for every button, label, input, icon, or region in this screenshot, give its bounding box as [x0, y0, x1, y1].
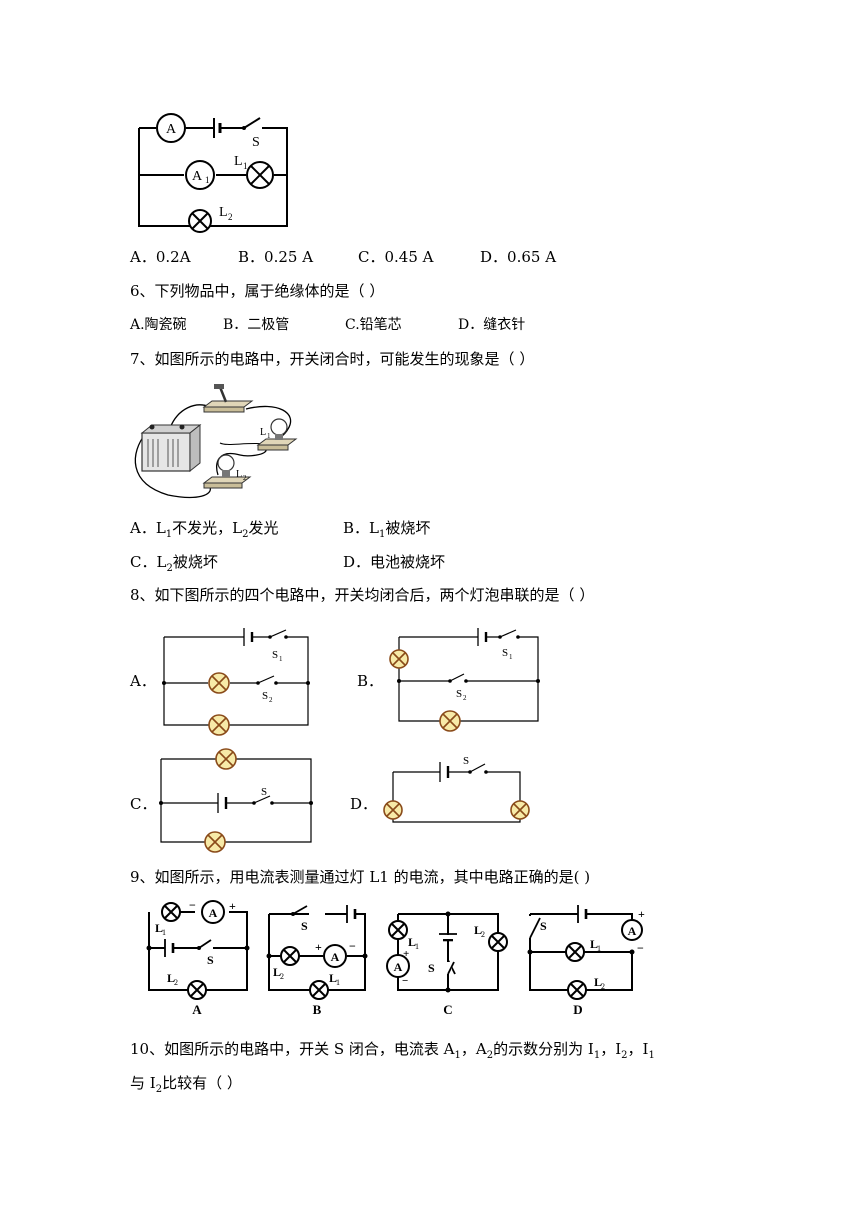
svg-text:S: S [272, 649, 278, 661]
q8-circuit-c: S [159, 748, 313, 853]
svg-text:2: 2 [243, 474, 247, 482]
svg-text:S: S [261, 786, 267, 798]
label-a1: A [192, 169, 203, 184]
svg-text:S: S [301, 919, 308, 933]
svg-text:L: L [590, 937, 598, 951]
q7-label-l1: L [260, 427, 266, 438]
q5-option-a: A．0.2A [130, 248, 191, 266]
label-a: A [166, 122, 177, 137]
q5-option-b: B．0.25 A [238, 248, 314, 266]
q9-caption-d: D [573, 1002, 582, 1017]
q5-option-d: D．0.65 A [480, 248, 557, 266]
svg-text:S: S [502, 647, 508, 659]
svg-text:2: 2 [463, 694, 467, 702]
q7-label-l2: L [236, 469, 242, 480]
svg-text:1: 1 [267, 432, 271, 440]
svg-text:−: − [637, 941, 644, 955]
svg-text:A: A [394, 960, 403, 974]
q6-stem: 6、下列物品中，属于绝缘体的是（ ） [130, 282, 385, 300]
svg-text:A: A [209, 906, 218, 920]
q8-circuit-d: S [383, 755, 530, 823]
q7-option-a: A．L1不发光，L2发光 [130, 519, 279, 540]
q5-option-c: C．0.45 A [358, 248, 434, 266]
q8-label-b: B． [357, 672, 384, 690]
q7-option-c: C．L2被烧坏 [130, 553, 218, 574]
svg-text:2: 2 [280, 972, 284, 981]
q9-caption-b: B [313, 1002, 322, 1017]
svg-text:1: 1 [205, 175, 210, 185]
svg-text:2: 2 [481, 930, 485, 939]
svg-text:L: L [408, 935, 416, 949]
q7-circuit-illustration: L 1 L 2 [134, 384, 298, 499]
label-l1: L [234, 154, 243, 169]
svg-text:S: S [540, 919, 547, 933]
q10-stem-line2: 与 I2比较有（ ） [130, 1074, 242, 1095]
svg-text:+: + [403, 948, 409, 960]
q9-circuit-a: A − + L1 S L2 A [146, 898, 250, 1017]
svg-text:1: 1 [243, 161, 248, 171]
svg-text:S: S [262, 690, 268, 702]
svg-text:−: − [349, 939, 356, 953]
q8-stem: 8、如下图所示的四个电路中，开关均闭合后，两个灯泡串联的是（ ） [130, 586, 595, 604]
q9-stem: 9、如图所示，用电流表测量通过灯 L1 的电流，其中电路正确的是( ) [130, 868, 591, 886]
svg-text:1: 1 [597, 944, 601, 953]
q9-caption-a: A [192, 1002, 202, 1017]
q9-circuit-b: A + − S L2 L1 B [266, 905, 368, 1017]
svg-text:L: L [167, 971, 175, 985]
q7-option-d: D．电池被烧坏 [343, 553, 446, 571]
svg-text:+: + [638, 907, 645, 921]
svg-text:1: 1 [336, 978, 340, 987]
q6-option-b: B．二极管 [223, 317, 290, 333]
svg-text:−: − [189, 898, 196, 912]
q8-label-a: A． [130, 672, 156, 690]
q6-option-d: D．缝衣针 [458, 317, 526, 333]
q7-stem: 7、如图所示的电路中，开关闭合时，可能发生的现象是（ ） [130, 350, 535, 368]
q8-label-c: C． [130, 795, 157, 813]
svg-text:+: + [315, 940, 322, 954]
svg-text:1: 1 [162, 928, 166, 937]
svg-text:1: 1 [279, 655, 283, 663]
svg-text:L: L [273, 965, 281, 979]
svg-text:2: 2 [228, 212, 233, 222]
q6-option-c: C.铅笔芯 [345, 317, 402, 333]
q7-option-b: B．L1被烧坏 [343, 519, 431, 540]
q8-label-d: D． [350, 795, 378, 813]
label-l2: L [219, 205, 228, 220]
q5-circuit-figure: A A 1 S L 1 L 2 [138, 113, 288, 233]
svg-text:A: A [331, 950, 340, 964]
q9-circuit-c: A + − L1 S L2 C [386, 911, 508, 1017]
svg-text:2: 2 [601, 982, 605, 991]
q10-stem-line1: 10、如图所示的电路中，开关 S 闭合，电流表 A1，A2的示数分别为 I1，I… [130, 1040, 655, 1061]
svg-text:L: L [329, 971, 337, 985]
svg-text:L: L [474, 923, 482, 937]
svg-text:2: 2 [174, 978, 178, 987]
q9-circuit-d: A + − S L1 L2 D [526, 905, 645, 1017]
svg-text:S: S [456, 688, 462, 700]
svg-text:1: 1 [415, 942, 419, 951]
svg-text:S: S [428, 961, 435, 975]
svg-text:L: L [155, 921, 163, 935]
svg-text:L: L [594, 975, 602, 989]
svg-text:−: − [402, 975, 408, 987]
ammeter-a1-icon [185, 160, 215, 190]
svg-text:S: S [207, 953, 214, 967]
q9-caption-c: C [443, 1002, 452, 1017]
svg-text:2: 2 [269, 696, 273, 704]
svg-text:+: + [229, 899, 236, 913]
ammeter-a-icon [156, 113, 186, 143]
svg-text:S: S [463, 755, 469, 767]
svg-text:A: A [628, 924, 637, 938]
q6-option-a: A.陶瓷碗 [130, 317, 187, 333]
label-s: S [252, 135, 260, 150]
svg-text:1: 1 [509, 653, 513, 661]
